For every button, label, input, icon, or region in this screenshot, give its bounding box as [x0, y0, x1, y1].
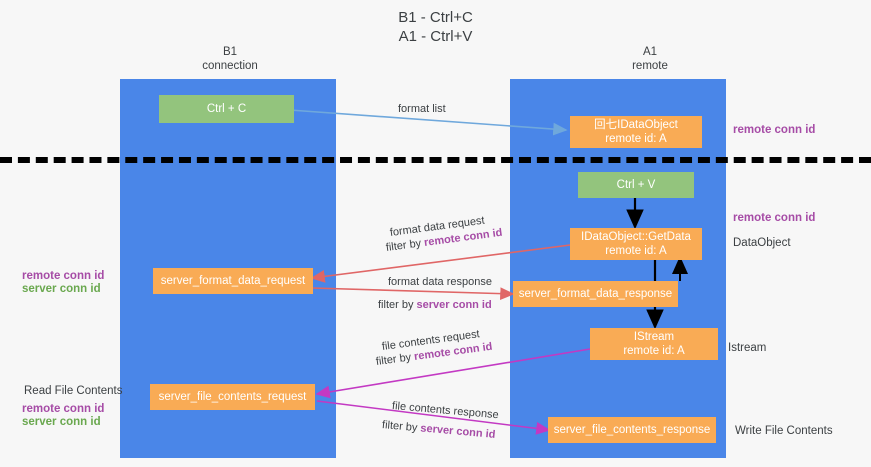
arrow-label-file-contents-response-filter: filter by server conn id — [381, 418, 496, 443]
label-write-file-contents: Write File Contents — [735, 425, 833, 437]
box-istream[interactable]: IStream remote id: A — [590, 328, 718, 360]
arrow-label-format-list: format list — [398, 103, 446, 115]
label-left-remote-conn-id-bottom: remote conn id — [22, 403, 105, 415]
label-left-server-conn-id-mid: server conn id — [22, 283, 101, 295]
phase-divider — [0, 157, 871, 163]
arrow-label-format-data-response-filter: filter by server conn id — [378, 298, 492, 313]
box-idataobject[interactable]: 回七IDataObject remote id: A — [570, 116, 702, 148]
label-remote-conn-id-top: remote conn id — [733, 124, 816, 136]
lane-header-b1: B1 connection — [202, 46, 258, 72]
box-ctrl-c[interactable]: Ctrl + C — [159, 95, 294, 123]
box-server-file-contents-request[interactable]: server_file_contents_request — [150, 384, 315, 410]
filter-prefix: filter by — [375, 351, 415, 368]
label-read-file-contents: Read File Contents — [24, 385, 123, 397]
filter-prefix: filter by — [378, 299, 417, 311]
label-istream: Istream — [728, 342, 767, 354]
filter-prefix: filter by — [385, 237, 425, 254]
filter-prefix: filter by — [381, 419, 421, 435]
diagram-title: B1 - Ctrl+C A1 - Ctrl+V — [398, 9, 473, 45]
arrow-label-format-data-response: format data response — [388, 276, 492, 288]
label-left-server-conn-id-bottom: server conn id — [22, 416, 101, 428]
filter-key-server-conn-id: server conn id — [416, 299, 492, 311]
box-idataobject-getdata[interactable]: IDataObject::GetData remote id: A — [570, 228, 702, 260]
label-dataobject: DataObject — [733, 237, 791, 249]
box-ctrl-v[interactable]: Ctrl + V — [578, 172, 694, 198]
box-server-format-data-request[interactable]: server_format_data_request — [153, 268, 313, 294]
label-left-remote-conn-id-mid: remote conn id — [22, 270, 105, 282]
lane-header-a1: A1 remote — [632, 46, 668, 72]
filter-key-server-conn-id: server conn id — [419, 422, 496, 441]
label-remote-conn-id-mid: remote conn id — [733, 212, 816, 224]
box-server-file-contents-response[interactable]: server_file_contents_response — [548, 417, 716, 443]
box-server-format-data-response[interactable]: server_format_data_response — [513, 281, 678, 307]
